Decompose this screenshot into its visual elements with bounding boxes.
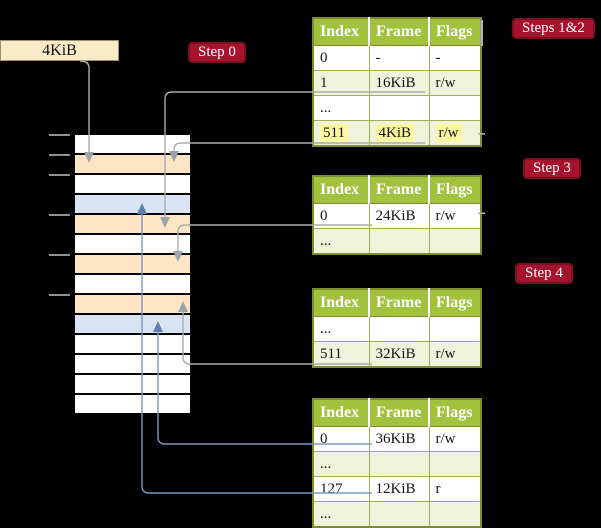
memory-frame-row xyxy=(75,355,190,375)
column-header-flags: Flags xyxy=(429,176,481,204)
column-header-index: Index xyxy=(313,399,370,427)
cell-index: 0 xyxy=(312,45,370,71)
cell-frame xyxy=(368,95,430,121)
table-header-row: Index Frame Flags xyxy=(313,289,481,317)
table-row: 0 36KiB r/w xyxy=(312,426,482,452)
address-tick xyxy=(49,154,70,156)
memory-frame-row xyxy=(75,235,190,255)
table-row: ... xyxy=(312,228,482,255)
address-tick xyxy=(49,254,70,256)
address-tick xyxy=(49,174,70,176)
column-header-frame: Frame xyxy=(369,289,430,317)
cell-index: 511 xyxy=(312,341,370,368)
column-header-index: Index xyxy=(313,176,370,204)
cell-flags: r/w xyxy=(428,70,482,96)
cell-flags: r xyxy=(428,476,482,502)
page-table-3: Index Frame Flags ... 511 32KiB r/w xyxy=(312,288,482,368)
frame-size-label: 4KiB xyxy=(42,42,77,59)
cell-index: 511 xyxy=(312,120,370,147)
column-header-flags: Flags xyxy=(429,399,481,427)
table-row: 127 12KiB r xyxy=(312,476,482,502)
memory-frame-row xyxy=(75,395,190,415)
physical-memory-stack xyxy=(75,135,190,415)
column-header-index: Index xyxy=(313,289,370,317)
table-row: ... xyxy=(312,451,482,477)
cell-frame: 4KiB xyxy=(368,120,430,147)
address-tick xyxy=(49,214,70,216)
cell-index: 127 xyxy=(312,476,370,502)
highlight-mark: r/w xyxy=(435,123,462,142)
cell-index: ... xyxy=(312,451,370,477)
table-row: ... xyxy=(312,95,482,121)
table-row: 0 24KiB r/w xyxy=(312,203,482,229)
cell-frame xyxy=(368,228,430,255)
table-row: ... xyxy=(312,316,482,342)
highlight-mark: 511 xyxy=(320,123,348,142)
memory-frame-row xyxy=(75,255,190,275)
table-header-row: Index Frame Flags xyxy=(313,399,481,427)
cell-frame: - xyxy=(368,45,430,71)
cell-flags xyxy=(428,95,482,121)
steps-1-2-badge: Steps 1&2 xyxy=(512,18,595,39)
highlight-mark: 4KiB xyxy=(375,123,415,142)
memory-frame-row xyxy=(75,215,190,235)
memory-frame-row xyxy=(75,155,190,175)
column-header-index: Index xyxy=(313,18,370,46)
cell-flags: - xyxy=(428,45,482,71)
frame-size-box: 4KiB xyxy=(0,40,119,61)
table-row: 1 16KiB r/w xyxy=(312,70,482,96)
memory-frame-row xyxy=(75,315,190,335)
memory-frame-row xyxy=(75,275,190,295)
cell-frame xyxy=(368,316,430,342)
column-header-frame: Frame xyxy=(369,399,430,427)
table-row: ... xyxy=(312,501,482,528)
cell-index: 1 xyxy=(312,70,370,96)
cell-flags: r/w xyxy=(428,341,482,368)
table-row: 511 32KiB r/w xyxy=(312,341,482,368)
cell-frame xyxy=(368,501,430,528)
column-header-frame: Frame xyxy=(369,176,430,204)
table-header-row: Index Frame Flags xyxy=(313,18,481,46)
step-0-badge: Step 0 xyxy=(188,42,246,63)
cell-flags: r/w xyxy=(428,120,482,147)
step-3-badge: Step 3 xyxy=(523,158,581,179)
cell-frame: 32KiB xyxy=(368,341,430,368)
step-4-badge: Step 4 xyxy=(515,263,573,284)
cell-index: 0 xyxy=(312,426,370,452)
page-table-2: Index Frame Flags 0 24KiB r/w ... xyxy=(312,175,482,255)
cell-flags xyxy=(428,501,482,528)
cell-flags: r/w xyxy=(428,426,482,452)
page-table-4: Index Frame Flags 0 36KiB r/w ... 127 12… xyxy=(312,398,482,528)
column-header-frame: Frame xyxy=(369,18,430,46)
cell-index: ... xyxy=(312,501,370,528)
memory-frame-row xyxy=(75,335,190,355)
cell-index: 0 xyxy=(312,203,370,229)
cell-flags xyxy=(428,451,482,477)
cell-index: ... xyxy=(312,316,370,342)
column-header-flags: Flags xyxy=(429,289,481,317)
table-row-highlighted: 511 4KiB r/w xyxy=(312,120,482,147)
cell-flags xyxy=(428,316,482,342)
memory-frame-row xyxy=(75,375,190,395)
cell-index: ... xyxy=(312,95,370,121)
cell-flags: r/w xyxy=(428,203,482,229)
address-tick xyxy=(49,294,70,296)
cell-frame: 12KiB xyxy=(368,476,430,502)
cell-frame: 24KiB xyxy=(368,203,430,229)
cell-frame: 36KiB xyxy=(368,426,430,452)
cell-frame xyxy=(368,451,430,477)
memory-frame-row xyxy=(75,135,190,155)
table-header-row: Index Frame Flags xyxy=(313,176,481,204)
cell-index: ... xyxy=(312,228,370,255)
memory-frame-row xyxy=(75,195,190,215)
memory-frame-row xyxy=(75,295,190,315)
cell-frame: 16KiB xyxy=(368,70,430,96)
column-header-flags: Flags xyxy=(429,18,481,46)
cell-flags xyxy=(428,228,482,255)
address-tick xyxy=(49,134,70,136)
memory-frame-row xyxy=(75,175,190,195)
table-row: 0 - - xyxy=(312,45,482,71)
page-table-1: Index Frame Flags 0 - - 1 16KiB r/w ... … xyxy=(312,17,482,147)
